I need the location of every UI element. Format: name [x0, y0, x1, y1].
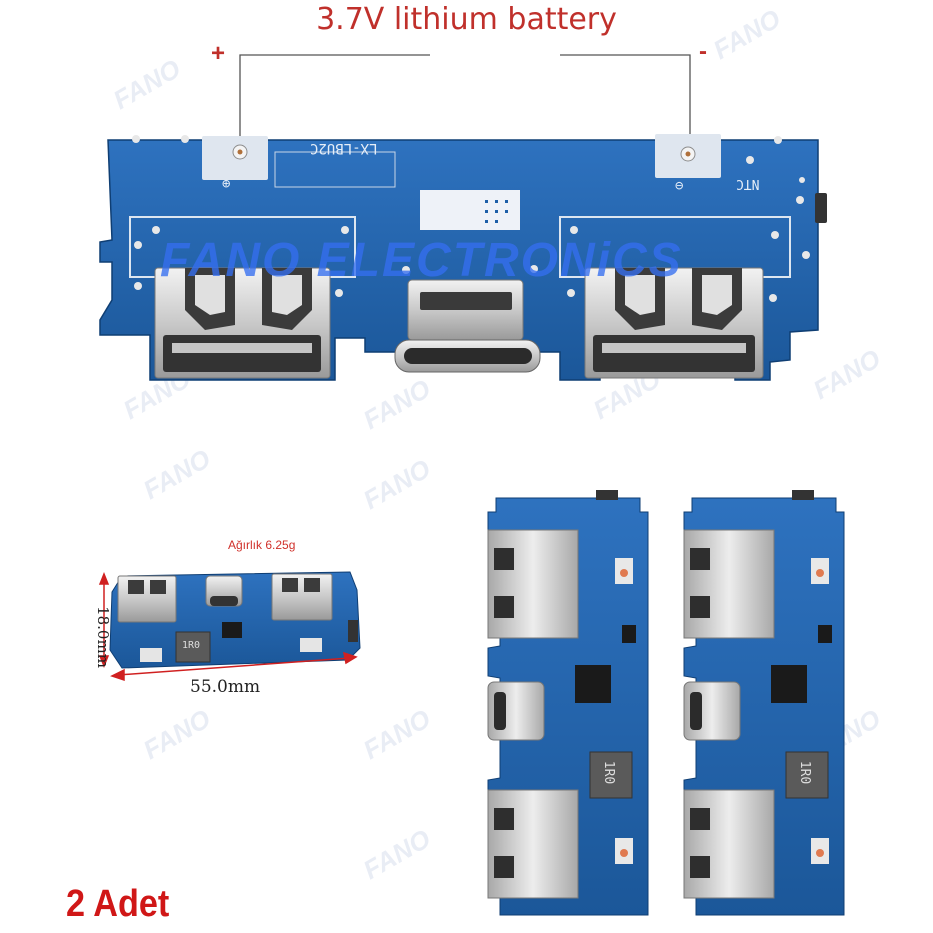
svg-text:FANO: FANO	[358, 453, 436, 515]
weight-label: Ağırlık 6.25g	[228, 538, 296, 552]
svg-text:FANO: FANO	[108, 53, 186, 115]
silkscreen-plus: ⊕	[222, 176, 231, 192]
svg-text:FANO: FANO	[138, 703, 216, 765]
silkscreen-minus: ⊖	[675, 178, 684, 194]
small-board-inductor-label: 1R0	[182, 640, 201, 651]
battery-terminal-lines	[239, 54, 691, 150]
usb-a-port-right	[584, 267, 764, 379]
vertical-board-2	[683, 490, 845, 916]
dimension-lines	[98, 571, 358, 682]
positive-terminal-label: +	[211, 40, 226, 67]
board1-inductor-label: 1R0	[601, 760, 617, 785]
width-dimension-label: 55.0mm	[190, 677, 261, 697]
height-dimension-label: 18.0mm	[93, 606, 112, 668]
silkscreen-model: LX-LBU2C	[310, 140, 378, 156]
usb-a-port-left	[154, 267, 331, 379]
svg-text:FANO: FANO	[358, 823, 436, 885]
negative-terminal-label: -	[699, 38, 707, 65]
svg-text:FANO: FANO	[808, 343, 886, 405]
svg-text:FANO: FANO	[138, 443, 216, 505]
quantity-label: 2 Adet	[66, 883, 170, 925]
product-title: 3.7V lithium battery	[316, 2, 617, 37]
board2-inductor-label: 1R0	[797, 760, 813, 785]
silkscreen-ntc: NTC	[736, 176, 760, 191]
main-board-photo	[99, 134, 827, 381]
svg-text:FANO: FANO	[358, 373, 436, 435]
micro-usb-and-usb-c-ports	[394, 279, 541, 373]
brand-watermark: FANO ELECTRONiCS	[160, 234, 683, 287]
svg-text:FANO: FANO	[358, 703, 436, 765]
small-board-photo	[109, 571, 361, 669]
vertical-board-1	[487, 490, 649, 916]
